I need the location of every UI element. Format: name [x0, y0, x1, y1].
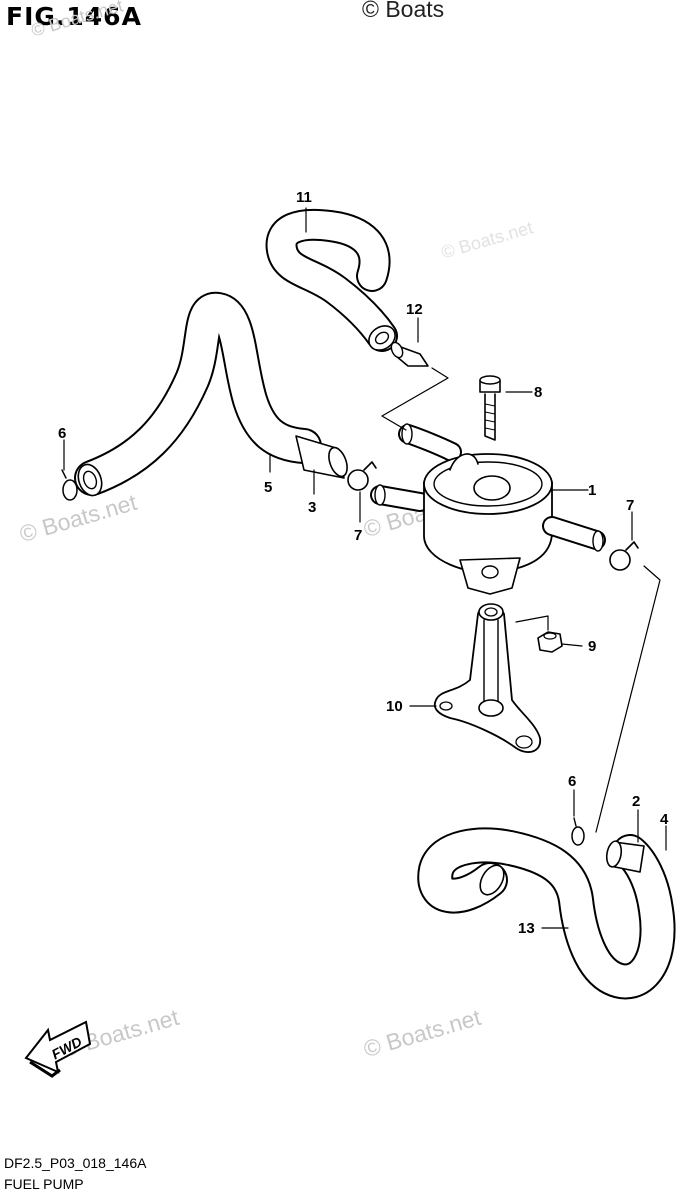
callout-6-lower: 6 [568, 773, 576, 790]
clip-6-lower [571, 817, 585, 846]
callout-7-right: 7 [626, 497, 634, 514]
callout-11: 11 [296, 189, 312, 206]
sleeve-2 [605, 840, 645, 873]
fuel-pump-1 [370, 423, 606, 595]
hose-5 [74, 291, 322, 497]
callout-6-left: 6 [58, 425, 66, 442]
callout-12: 12 [406, 301, 423, 318]
nut-9 [537, 631, 563, 653]
callout-3: 3 [308, 499, 316, 516]
sleeve-3 [295, 435, 348, 479]
callout-13: 13 [518, 920, 535, 937]
callout-8: 8 [534, 384, 542, 401]
callout-4: 4 [660, 811, 669, 828]
callout-5: 5 [264, 479, 272, 496]
clip-7-right [609, 541, 639, 571]
fwd-arrow: FWD [24, 1020, 92, 1078]
figure-title: FIG.146A [6, 2, 142, 31]
hose-11 [265, 208, 398, 352]
callout-2: 2 [632, 793, 640, 810]
callout-10: 10 [386, 698, 403, 715]
drawing-code: DF2.5_P03_018_146A [4, 1155, 147, 1171]
hose-13 [417, 827, 676, 1000]
bracket-10 [433, 603, 541, 753]
leader-lines [63, 207, 667, 929]
callout-9: 9 [588, 638, 596, 655]
section-name: FUEL PUMP [4, 1176, 84, 1192]
callout-1: 1 [588, 482, 596, 499]
fitting-12 [390, 341, 429, 367]
copyright-notice: © Boats [362, 0, 445, 22]
clip-6-left [61, 469, 78, 501]
bolt-8 [479, 375, 501, 441]
callout-7-left: 7 [354, 527, 362, 544]
clip-7-left [347, 461, 377, 491]
